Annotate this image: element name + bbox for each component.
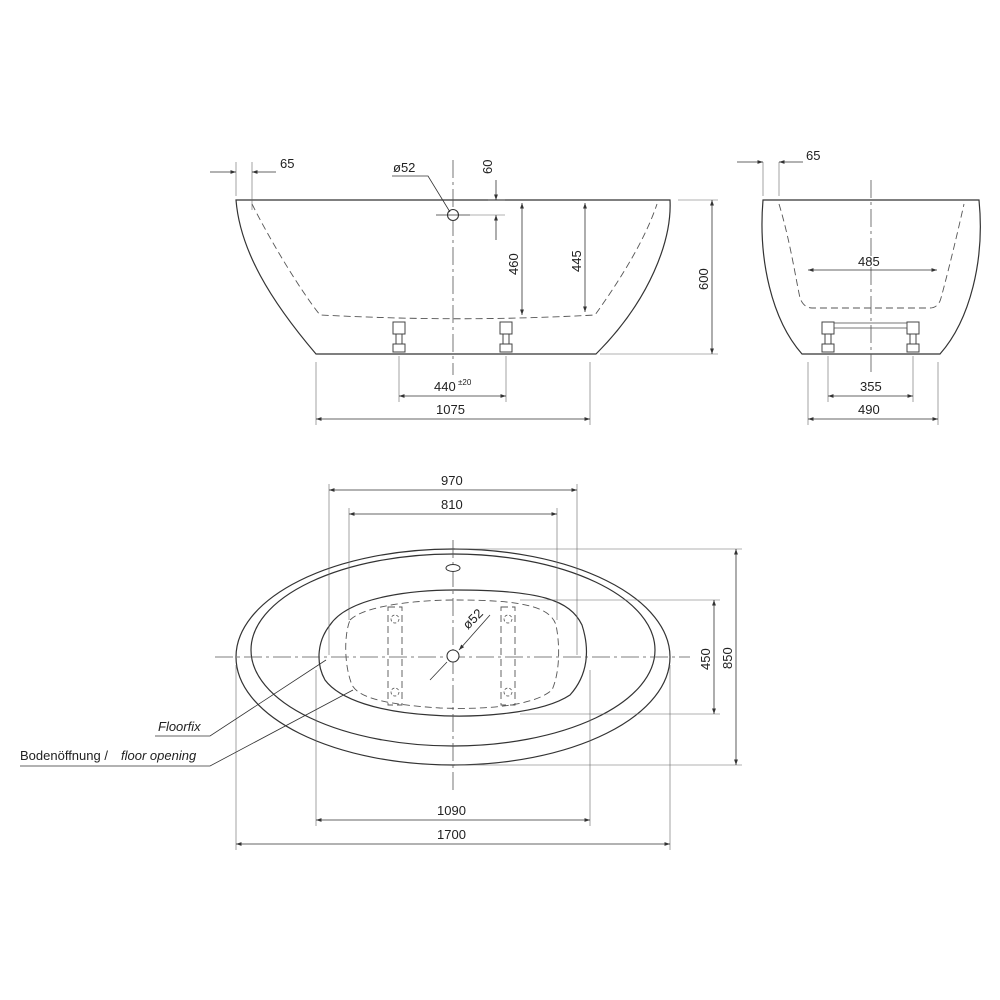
plan-view: ø52 970 810 450 850 1090 1700	[20, 473, 742, 850]
side-foot-left	[392, 321, 406, 353]
floor-opening-leader	[20, 689, 354, 767]
floorfix-leader	[155, 659, 327, 737]
end-foot-right	[906, 321, 920, 353]
end-inner-width-label: 485	[858, 254, 880, 269]
total-length-label: 1700	[437, 827, 466, 842]
floor-width-label: 450	[698, 648, 713, 670]
inner-depth-label: 445	[569, 250, 584, 272]
overflow-diameter-label: ø52	[393, 160, 415, 175]
plan-overflow	[445, 564, 461, 572]
plan-foot-rail-left	[387, 606, 403, 706]
plan-bath-floor	[318, 589, 588, 717]
floorfix-label: Floorfix	[158, 719, 201, 734]
drain-diameter-label: ø52	[460, 606, 486, 632]
total-width-label: 850	[720, 647, 735, 669]
side-foot-right	[499, 321, 513, 353]
end-base-width-label: 490	[858, 402, 880, 417]
base-length-label: 1075	[436, 402, 465, 417]
inner-length-label: 970	[441, 473, 463, 488]
side-outer-shell	[235, 199, 671, 355]
overflow-leader	[392, 175, 451, 213]
floor-length-label: 810	[441, 497, 463, 512]
end-view: 65 485 355 490	[737, 148, 981, 425]
end-foot-left	[821, 321, 835, 353]
side-rim-offset-label: 65	[280, 156, 294, 171]
feet-tolerance-label: ±20	[458, 378, 472, 387]
end-feet-spacing-label: 355	[860, 379, 882, 394]
plan-foot-rail-right	[500, 606, 516, 706]
overflow-depth-label: 460	[506, 253, 521, 275]
end-outer-shell	[761, 199, 981, 355]
feet-spacing-label: 440	[434, 379, 456, 394]
total-height-label: 600	[696, 268, 711, 290]
floor-opening-label-en: floor opening	[121, 748, 197, 763]
outer-base-length-label: 1090	[437, 803, 466, 818]
overflow-offset-label: 60	[480, 160, 495, 174]
floor-opening-label-de: Bodenöffnung /	[20, 748, 108, 763]
end-rim-offset-label: 65	[806, 148, 820, 163]
plan-drain	[446, 649, 460, 663]
side-view: ø52 65 60 460 445 600 440 ±20 1	[210, 156, 718, 425]
end-inner-shell	[778, 203, 965, 309]
side-inner-shell	[251, 203, 658, 320]
